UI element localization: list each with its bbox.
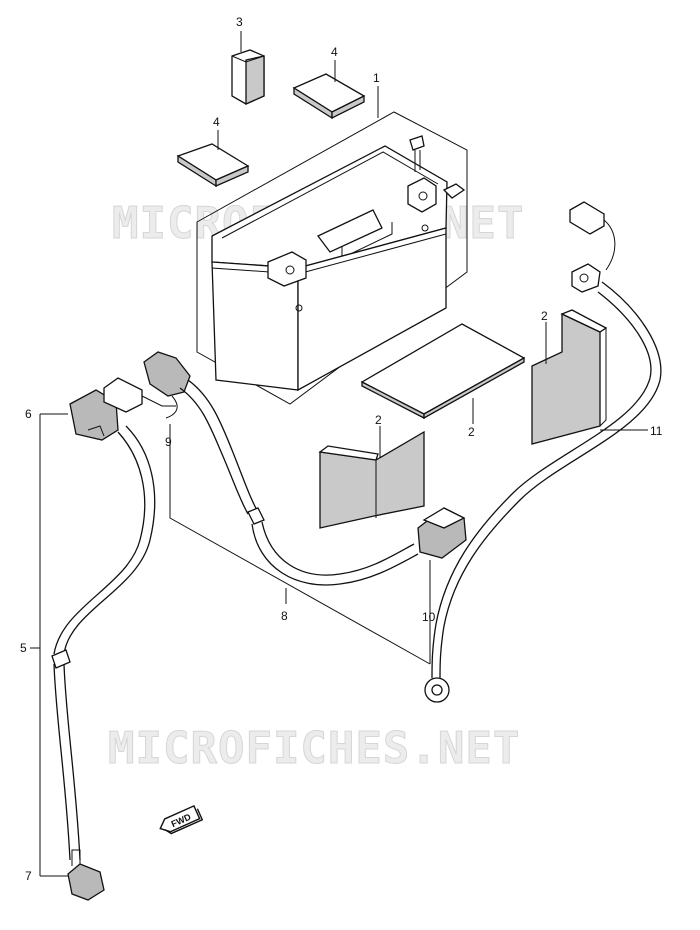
callout-8: 8 [281,609,288,623]
callout-4-upper: 4 [331,45,338,59]
spacer-block [231,49,265,106]
pad-flat [360,323,526,420]
forward-direction-badge: FWD [159,804,204,835]
callout-10: 10 [422,610,436,624]
watermark-bottom: MICROFICHES.NET [108,723,520,774]
battery-group-frame [196,111,468,405]
callout-6: 6 [25,407,32,421]
pad-left-bent [318,430,425,529]
callout-2-right: 2 [541,309,548,323]
battery [211,135,466,392]
cable-ground-lead [424,201,662,703]
cable-negative-lead [51,377,176,901]
callout-2-left: 2 [375,413,382,427]
callout-9: 9 [165,435,172,449]
callout-1: 1 [373,71,380,85]
callout-7: 7 [25,869,32,883]
pad-upper [292,73,366,120]
callout-11: 11 [650,424,663,438]
cable-positive-lead [143,351,467,586]
pad-right-bent [531,309,608,445]
callout-5: 5 [20,641,27,655]
callout-4-lower: 4 [213,115,220,129]
pad-lower [176,143,250,188]
callout-2-flat: 2 [468,425,475,439]
callout-3: 3 [236,15,243,29]
